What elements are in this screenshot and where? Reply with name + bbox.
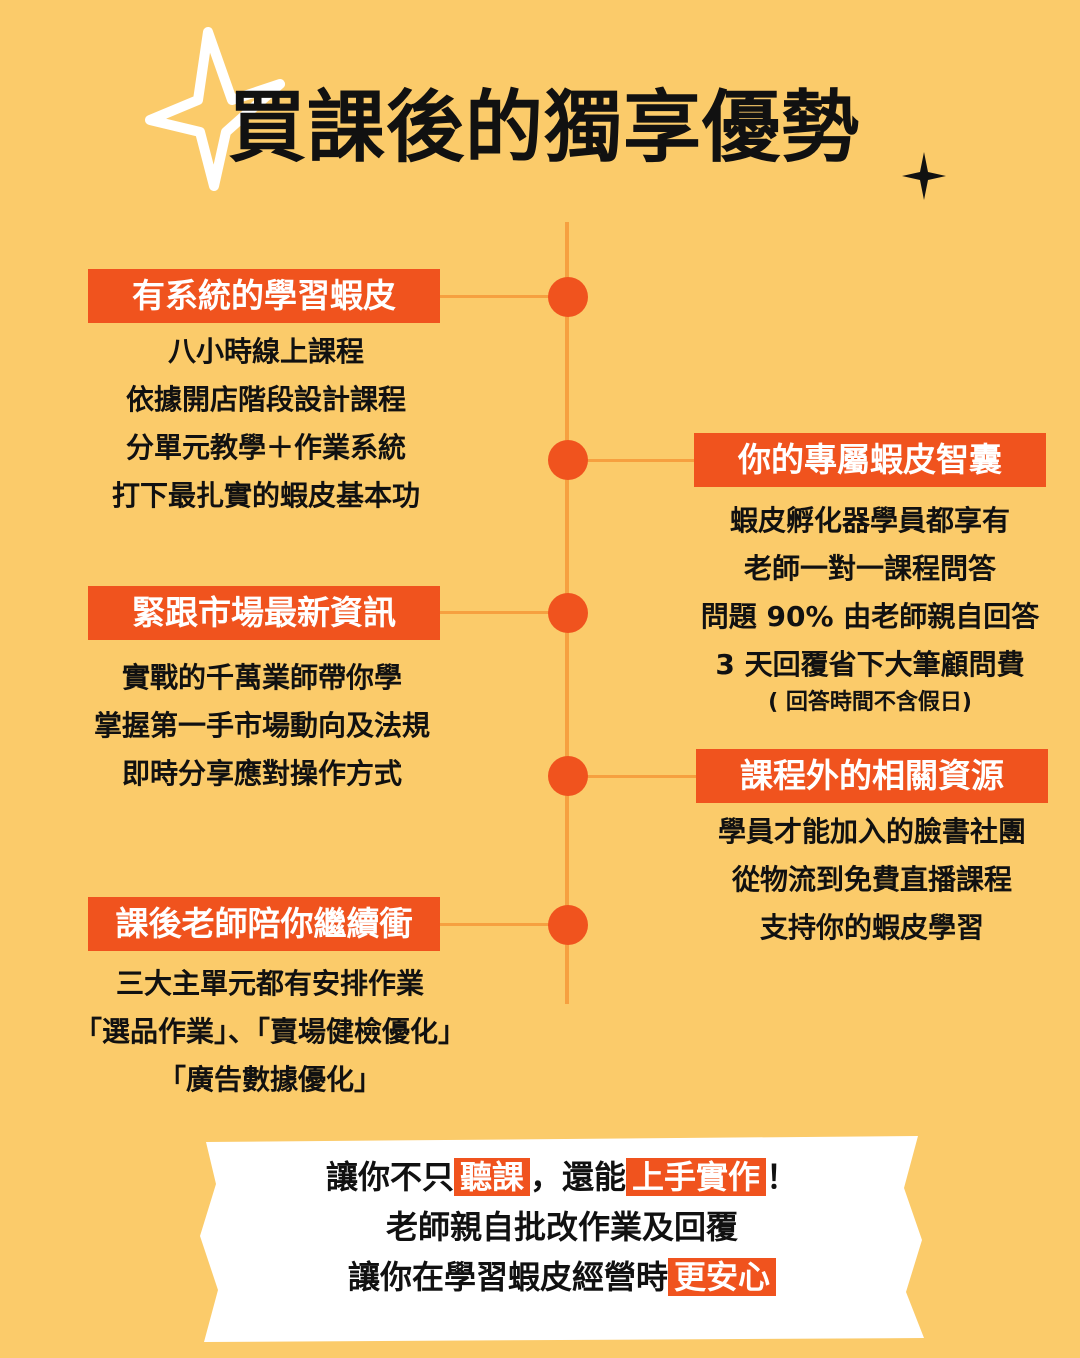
- timeline-dot: [548, 277, 588, 317]
- list-item: 掌握第一手市場動向及法規: [93, 709, 430, 742]
- star-doodle-icon: [145, 27, 285, 191]
- section-body-resources: 學員才能加入的臉書社團 從物流到免費直播課程 支持你的蝦皮學習: [642, 808, 1080, 952]
- banner-text: 讓你不只聽課，還能上手實作！ 老師親自批改作業及回覆 讓你在學習蝦皮經營時更安心: [198, 1152, 926, 1302]
- note-text: ( 回答時間不含假日): [768, 690, 972, 715]
- list-item: 問題 90% 由老師親自回答: [700, 600, 1040, 633]
- highlight-badge: 上手實作: [626, 1158, 767, 1196]
- list-item: 3 天回覆省下大筆顧問費: [715, 648, 1025, 681]
- banner-line-3: 讓你在學習蝦皮經營時更安心: [198, 1252, 926, 1302]
- list-item: 蝦皮孵化器學員都享有: [729, 504, 1010, 537]
- list-item: 「選品作業」、「賣場健檢優化」: [73, 1015, 466, 1048]
- list-item: 實戰的千萬業師帶你學: [121, 661, 402, 694]
- timeline-connector: [438, 611, 568, 614]
- section-body-systematic: 八小時線上課程 依據開店階段設計課程 分單元教學＋作業系統 打下最扎實的蝦皮基本…: [36, 328, 496, 520]
- section-heading-homework: 課後老師陪你繼續衝: [88, 897, 440, 951]
- section-heading-market: 緊跟市場最新資訊: [88, 586, 440, 640]
- section-heading-systematic: 有系統的學習蝦皮: [88, 269, 440, 323]
- list-item: 八小時線上課程: [167, 335, 364, 368]
- list-item: 老師一對一課程問答: [743, 552, 996, 585]
- section-body-homework: 三大主單元都有安排作業 「選品作業」、「賣場健檢優化」 「廣告數據優化」: [20, 960, 520, 1104]
- list-item: 三大主單元都有安排作業: [115, 967, 424, 1000]
- list-item: 「廣告數據優化」: [157, 1063, 382, 1096]
- list-item: 打下最扎實的蝦皮基本功: [111, 479, 420, 512]
- section-body-think-tank: 蝦皮孵化器學員都享有 老師一對一課程問答 問題 90% 由老師親自回答 3 天回…: [640, 497, 1080, 717]
- timeline-dot: [548, 440, 588, 480]
- banner-text-part: ！: [766, 1158, 799, 1196]
- list-item: 從物流到免費直播課程: [731, 863, 1012, 896]
- banner-line-2: 老師親自批改作業及回覆: [385, 1208, 738, 1246]
- timeline-connector: [568, 775, 696, 778]
- sparkle-icon: [902, 152, 946, 200]
- list-item: 分單元教學＋作業系統: [125, 431, 406, 464]
- highlight-badge: 更安心: [668, 1258, 777, 1296]
- list-item: 依據開店階段設計課程: [125, 383, 406, 416]
- timeline-connector: [438, 923, 568, 926]
- list-item: 即時分享應對操作方式: [121, 757, 402, 790]
- timeline-dot: [548, 905, 588, 945]
- highlight-badge: 聽課: [453, 1158, 530, 1196]
- list-item: 學員才能加入的臉書社團: [717, 815, 1026, 848]
- banner-line-1: 讓你不只聽課，還能上手實作！: [198, 1152, 926, 1202]
- timeline-connector: [438, 295, 568, 298]
- timeline-dot: [548, 756, 588, 796]
- section-body-market: 實戰的千萬業師帶你學 掌握第一手市場動向及法規 即時分享應對操作方式: [32, 654, 492, 798]
- timeline-dot: [548, 593, 588, 633]
- section-heading-think-tank: 你的專屬蝦皮智囊: [694, 433, 1046, 487]
- banner-text-part: ，還能: [529, 1158, 626, 1196]
- page-title: 買課後的獨享優勢: [228, 83, 861, 173]
- banner-text-part: 讓你在學習蝦皮經營時: [347, 1258, 668, 1296]
- list-item: 支持你的蝦皮學習: [759, 911, 984, 944]
- section-heading-resources: 課程外的相關資源: [696, 749, 1048, 803]
- timeline-connector: [568, 459, 694, 462]
- banner-text-part: 讓你不只: [325, 1158, 454, 1196]
